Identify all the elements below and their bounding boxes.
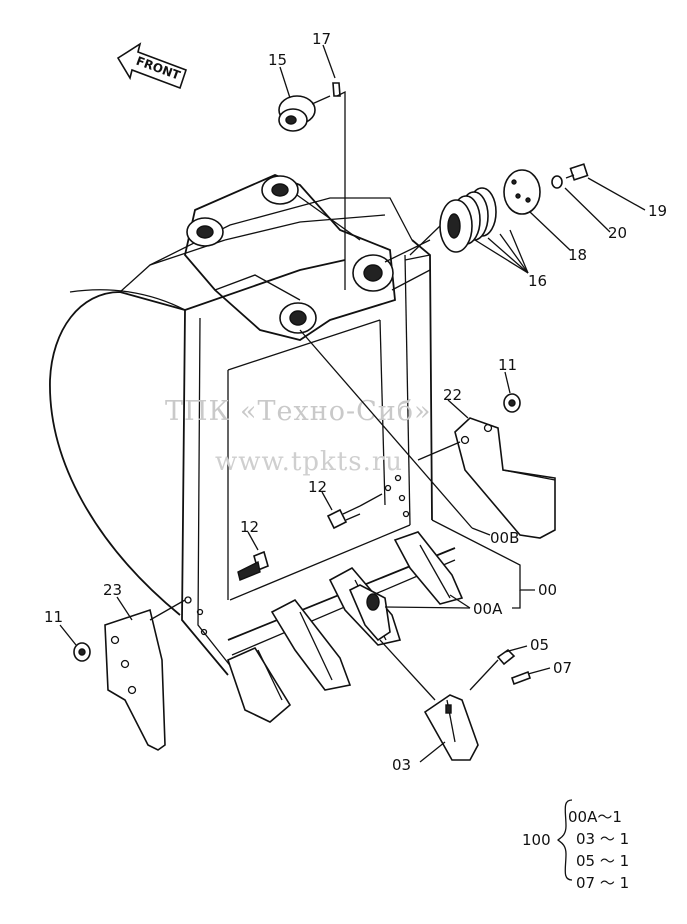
adapter-00a (348, 584, 436, 701)
callout-12-upper: 12 (308, 478, 327, 496)
callout-12-lower: 12 (240, 518, 259, 536)
watermark-company: ТПК «Техно-Сиб» (165, 396, 432, 427)
callout-07: 07 (553, 659, 572, 677)
shims-16 (409, 187, 497, 256)
pin-07 (510, 670, 532, 686)
callout-15: 15 (268, 51, 287, 69)
tooth-point-03 (423, 694, 479, 761)
callout-11-bottom: 11 (44, 608, 63, 626)
front-arrow: FRONT (116, 42, 188, 90)
bolt-19 (565, 163, 589, 181)
callout-03: 03 (392, 756, 411, 774)
washer-20 (551, 175, 563, 189)
bucket-body (49, 197, 456, 676)
mounting-brackets (184, 174, 431, 341)
side-cutter-23 (104, 599, 186, 751)
bushing-15 (278, 95, 331, 132)
side-cutter-22 (417, 417, 556, 539)
callout-19: 19 (648, 202, 667, 220)
watermark: ТПК «Техно-Сиб» www.tpkts.ru (165, 396, 432, 477)
pin-17 (332, 82, 346, 290)
nut-11-bottom (73, 642, 91, 662)
bolt-12-lower (237, 550, 269, 581)
callout-00: 00 (538, 581, 557, 599)
nut-11-top (503, 393, 521, 413)
callout-11-top: 11 (498, 356, 517, 374)
callout-18: 18 (568, 246, 587, 264)
callout-00b: 00B (490, 529, 519, 547)
lock-05 (469, 648, 516, 691)
kit-item-03: 03 ～ 1 (576, 830, 629, 848)
kit-item-05: 05 ～ 1 (576, 852, 629, 870)
plate-18 (503, 169, 541, 215)
bolt-12-upper (326, 493, 383, 530)
leader-lines (59, 44, 646, 763)
callout-16: 16 (528, 272, 547, 290)
callout-labels: 17 15 19 20 18 16 11 22 12 12 00B 00 00A… (44, 30, 667, 774)
kit-number: 100 (522, 831, 551, 849)
kit-item-00a: 00A～1 (568, 808, 622, 826)
callout-20: 20 (608, 224, 627, 242)
callout-00a: 00A (473, 600, 503, 618)
callout-23: 23 (103, 581, 122, 599)
watermark-url: www.tpkts.ru (215, 447, 403, 477)
callout-17: 17 (312, 30, 331, 48)
callout-05: 05 (530, 636, 549, 654)
kit-item-07: 07 ～ 1 (576, 874, 629, 892)
callout-22: 22 (443, 386, 462, 404)
kit-list: 100 00A～1 03 ～ 1 05 ～ 1 07 ～ 1 (522, 799, 629, 892)
